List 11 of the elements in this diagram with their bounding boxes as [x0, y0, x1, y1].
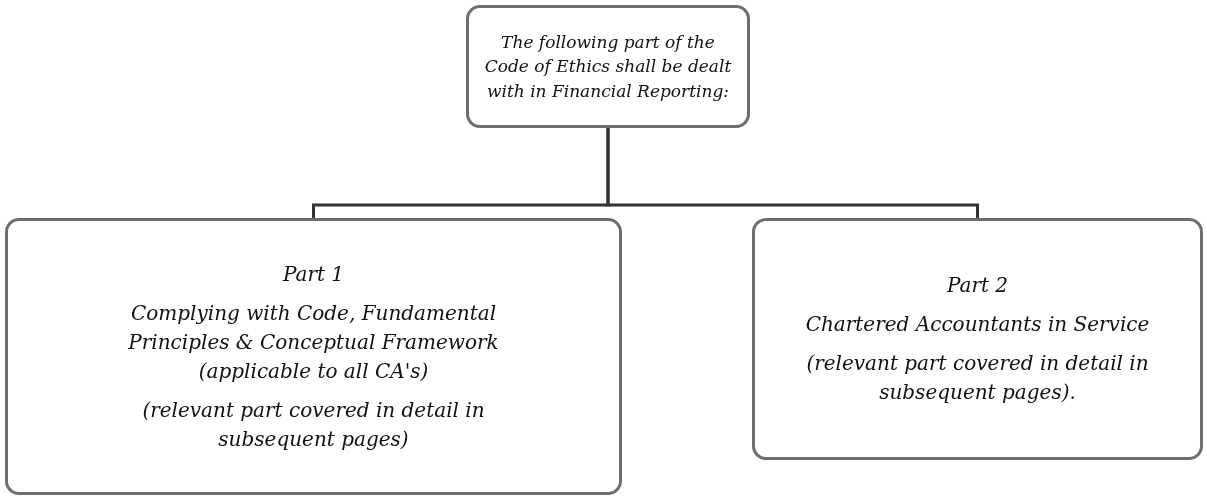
- body-text: Complying with Code, Fundamental Principles & Conceptual Framework (applicable to all CA's): [127, 299, 500, 385]
- connector-line: [606, 128, 979, 218]
- header-box: [466, 5, 750, 128]
- body-text: The following part of the Code of Ethics shall be dealt with in Financial Reporting:: [483, 30, 733, 103]
- process-box: [5, 218, 622, 495]
- note-text: (relevant part covered in detail in subsequent pages): [141, 396, 486, 453]
- note-text: (relevant part covered in detail in subsequent pages).: [805, 350, 1150, 406]
- body-text: Chartered Accountants in Service: [805, 311, 1150, 338]
- heading-text: Part 1: [282, 260, 345, 288]
- process-box: [752, 218, 1203, 460]
- heading-text: Part 2: [946, 272, 1009, 299]
